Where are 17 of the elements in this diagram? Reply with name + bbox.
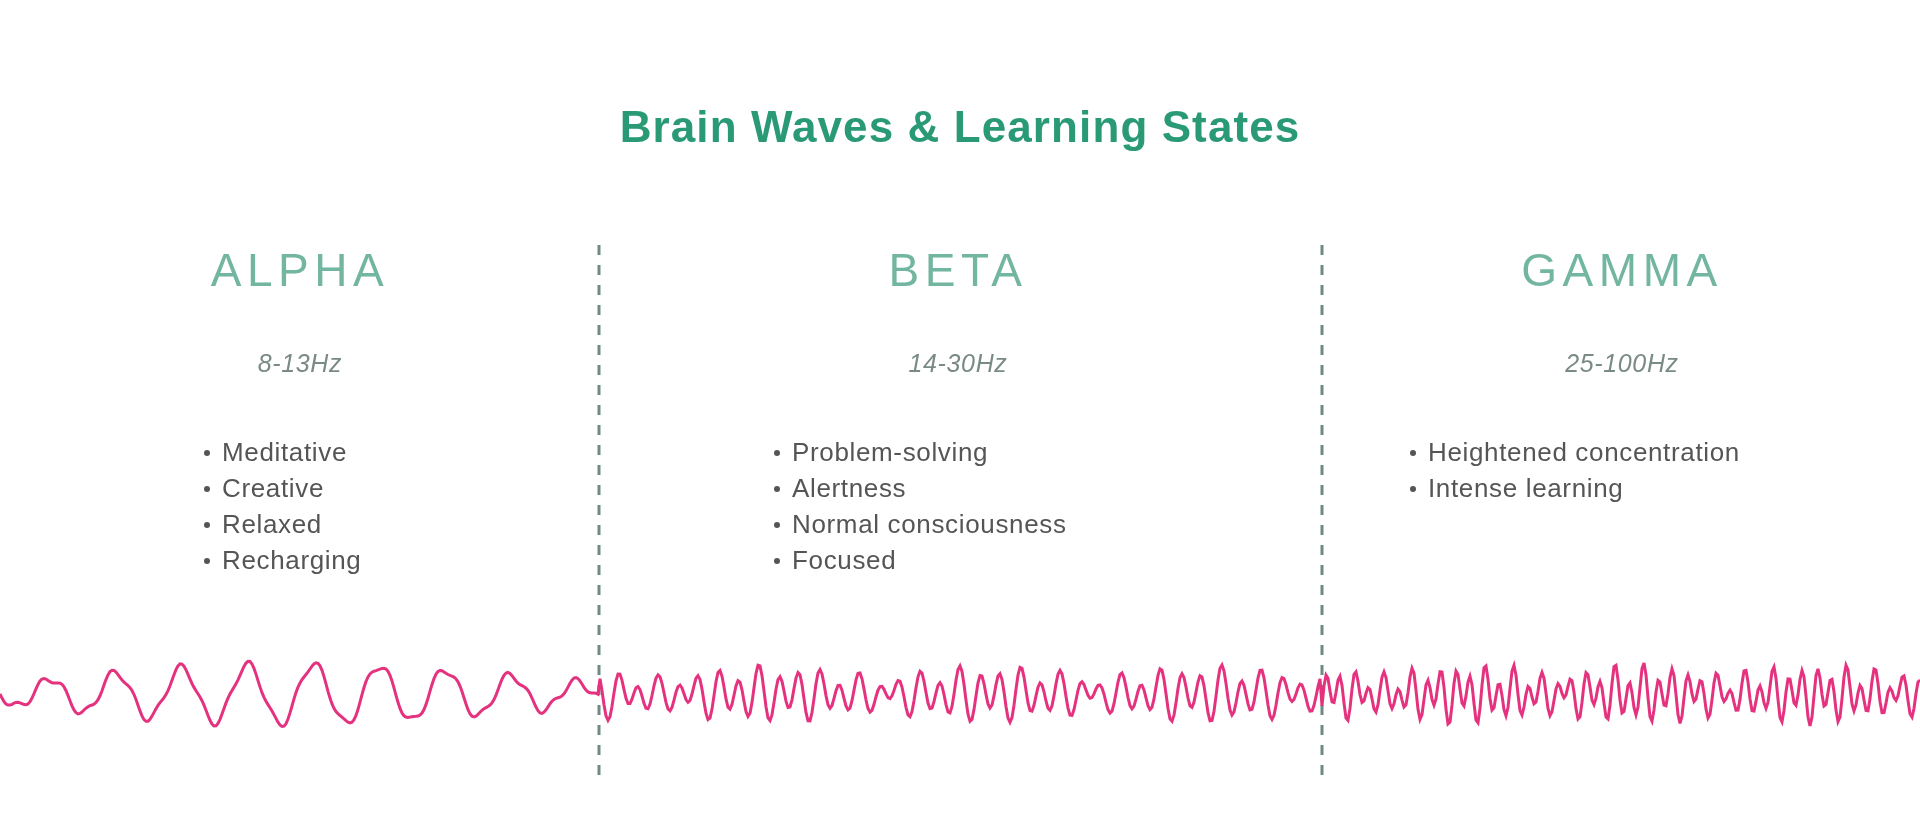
frequency-range: 25-100Hz: [1564, 348, 1680, 379]
bullet-item: Heightened concentration: [1428, 436, 1740, 469]
wave-name: BETA: [887, 243, 1029, 298]
frequency-range: 8-13Hz: [256, 348, 344, 379]
wave-name: GAMMA: [1520, 243, 1724, 298]
bullet-item: Recharging: [222, 544, 362, 577]
frequency-range: 14-30Hz: [907, 348, 1009, 379]
bullet-item: Alertness: [792, 472, 907, 505]
bullet-item: Creative: [222, 472, 324, 505]
bullet-item: Intense learning: [1428, 472, 1624, 505]
bullet-item: Problem-solving: [792, 436, 989, 469]
bullet-item: Normal consciousness: [792, 508, 1067, 541]
bullet-item: Meditative: [222, 436, 347, 469]
wave-name: ALPHA: [209, 243, 391, 298]
title: Brain Waves & Learning States: [618, 101, 1302, 153]
bullet-item: Relaxed: [222, 508, 322, 541]
bullet-item: Focused: [792, 544, 897, 577]
